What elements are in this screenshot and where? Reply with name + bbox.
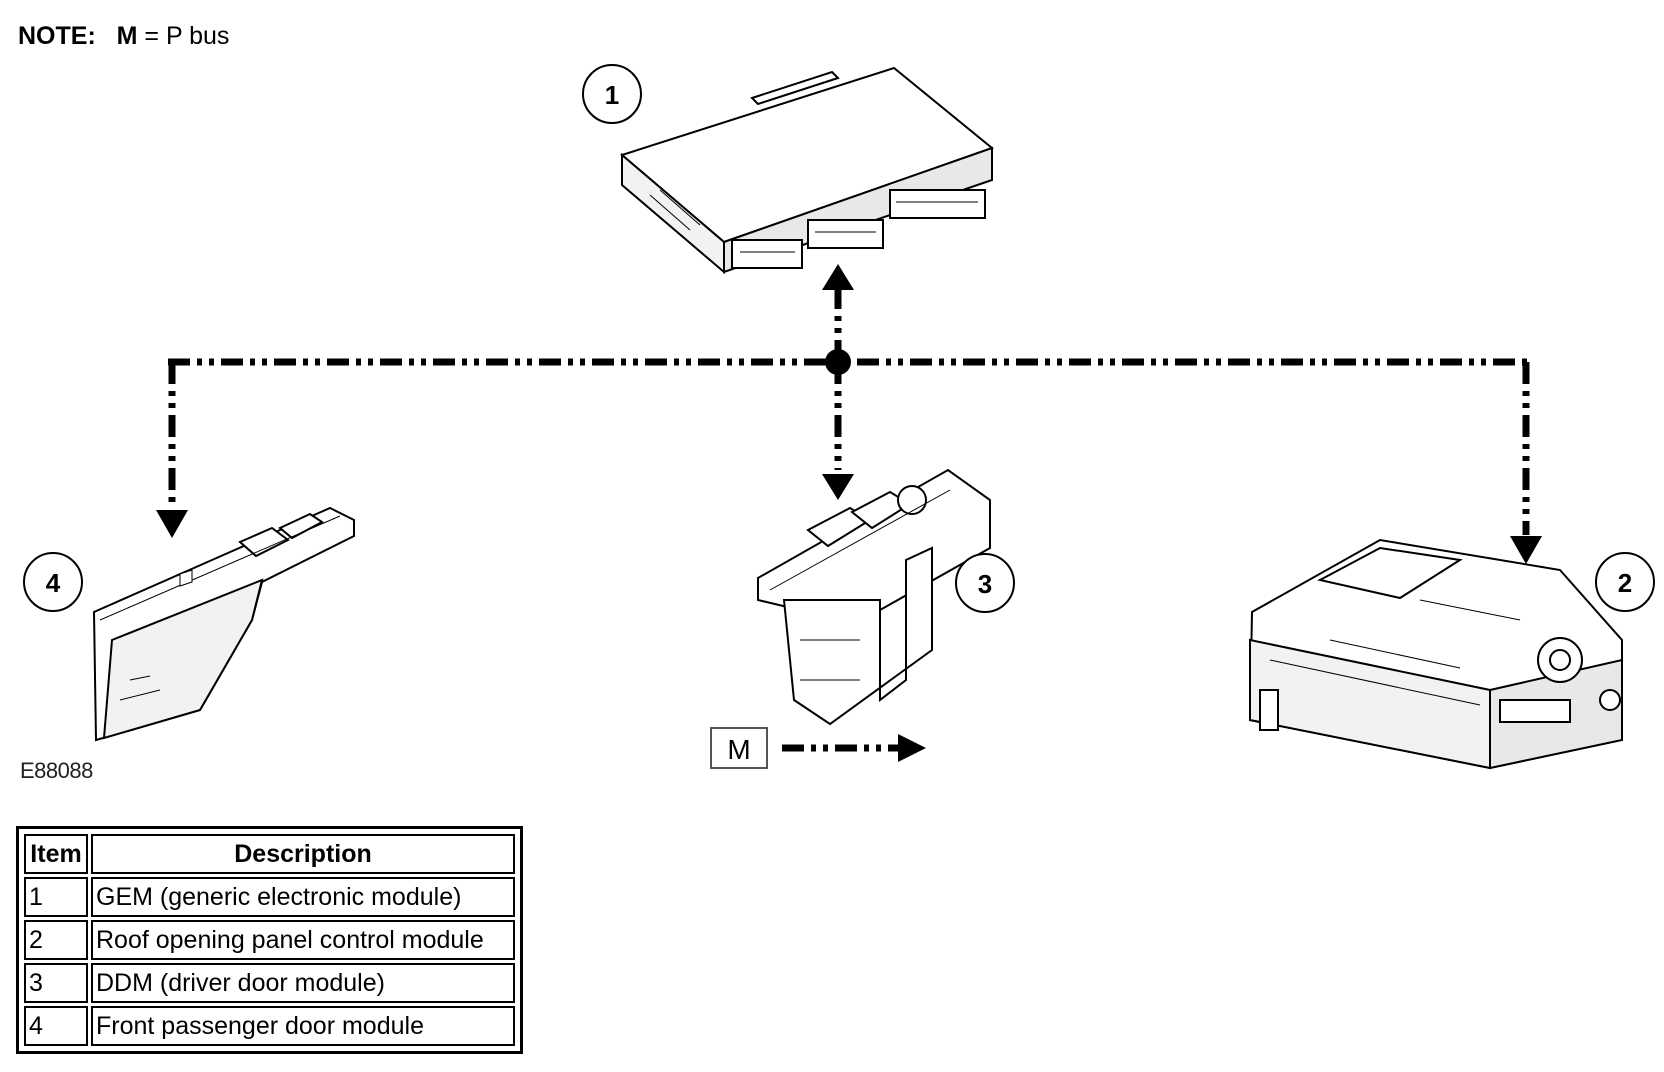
legend-header-description: Description — [91, 834, 515, 874]
legend-grid: Item Description 1 GEM (generic electron… — [21, 831, 518, 1049]
legend-description: Front passenger door module — [91, 1006, 515, 1046]
callout-4: 4 — [23, 552, 83, 612]
legend-item: 3 — [24, 963, 88, 1003]
legend-description: GEM (generic electronic module) — [91, 877, 515, 917]
table-row: 2 Roof opening panel control module — [24, 920, 515, 960]
bus-junction — [825, 349, 851, 375]
roof-module-illustration — [1248, 538, 1623, 770]
legend-header-item: Item — [24, 834, 88, 874]
arrow-down-to-passenger — [156, 510, 188, 538]
m-bus-label: M — [710, 727, 768, 769]
callout-3: 3 — [955, 553, 1015, 613]
arrow-right-m — [898, 734, 926, 762]
passenger-module-illustration — [92, 506, 355, 742]
callout-1-label: 1 — [605, 80, 619, 110]
note-key: M — [116, 22, 138, 50]
table-row: 3 DDM (driver door module) — [24, 963, 515, 1003]
ddm-module-illustration — [757, 468, 991, 726]
legend-description: DDM (driver door module) — [91, 963, 515, 1003]
legend-item: 2 — [24, 920, 88, 960]
callout-1: 1 — [582, 64, 642, 124]
note-line: NOTE: M = P bus — [18, 22, 229, 51]
arrow-down-to-ddm — [822, 474, 854, 500]
table-row: 1 GEM (generic electronic module) — [24, 877, 515, 917]
table-row: 4 Front passenger door module — [24, 1006, 515, 1046]
legend-header-row: Item Description — [24, 834, 515, 874]
callout-2: 2 — [1595, 552, 1655, 612]
legend-description: Roof opening panel control module — [91, 920, 515, 960]
arrow-down-to-roof — [1510, 536, 1542, 564]
legend-table: Item Description 1 GEM (generic electron… — [16, 826, 523, 1054]
callout-3-label: 3 — [978, 569, 992, 599]
gem-module-illustration — [619, 66, 995, 275]
arrow-up-to-gem — [822, 264, 854, 290]
note-prefix: NOTE: — [18, 22, 96, 50]
figure-reference: E88088 — [20, 758, 93, 783]
legend-item: 4 — [24, 1006, 88, 1046]
callout-2-label: 2 — [1618, 568, 1632, 598]
arrowheads — [156, 264, 1542, 762]
legend-item: 1 — [24, 877, 88, 917]
callout-4-label: 4 — [46, 568, 61, 598]
note-rest: = P bus — [144, 22, 230, 50]
m-bus-label-text: M — [727, 734, 750, 765]
